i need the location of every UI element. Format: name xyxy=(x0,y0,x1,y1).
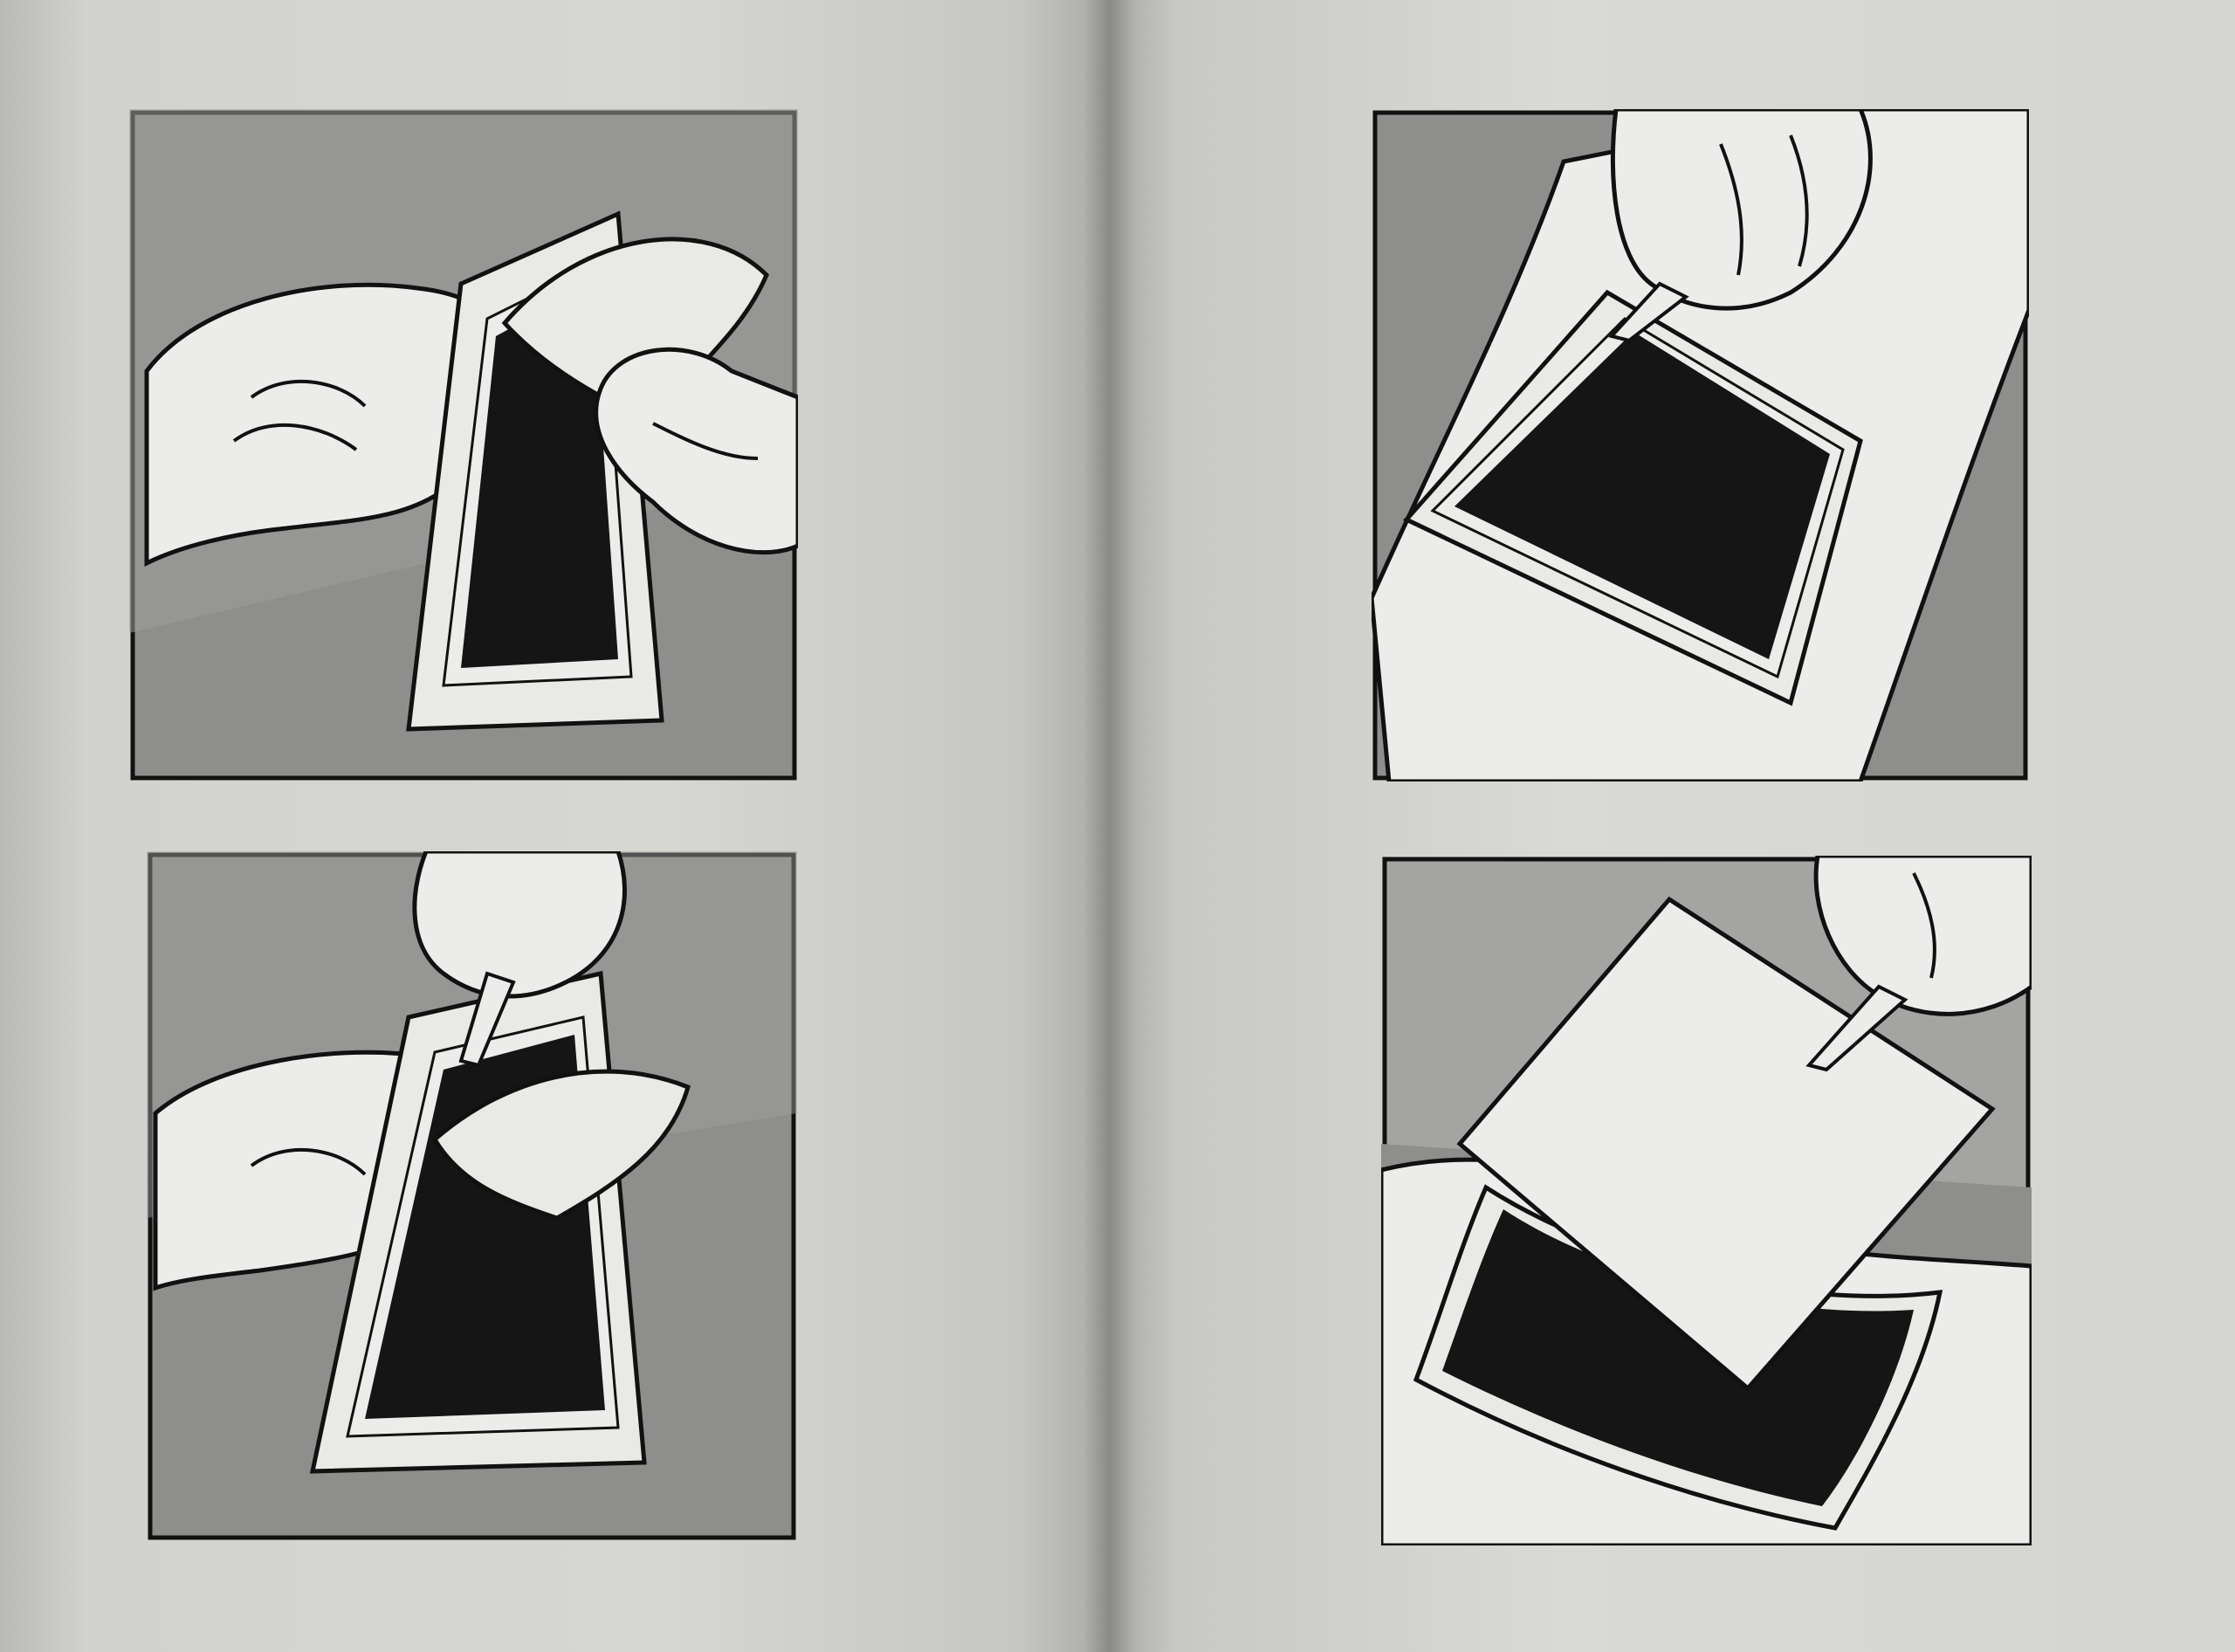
illustration-apply-patch xyxy=(1372,109,2029,781)
illustration-cut-patch xyxy=(147,851,797,1541)
illustration-peel-backing xyxy=(129,109,798,781)
illustration-press-patch xyxy=(1381,856,2032,1545)
book-gutter xyxy=(1083,0,1135,1652)
